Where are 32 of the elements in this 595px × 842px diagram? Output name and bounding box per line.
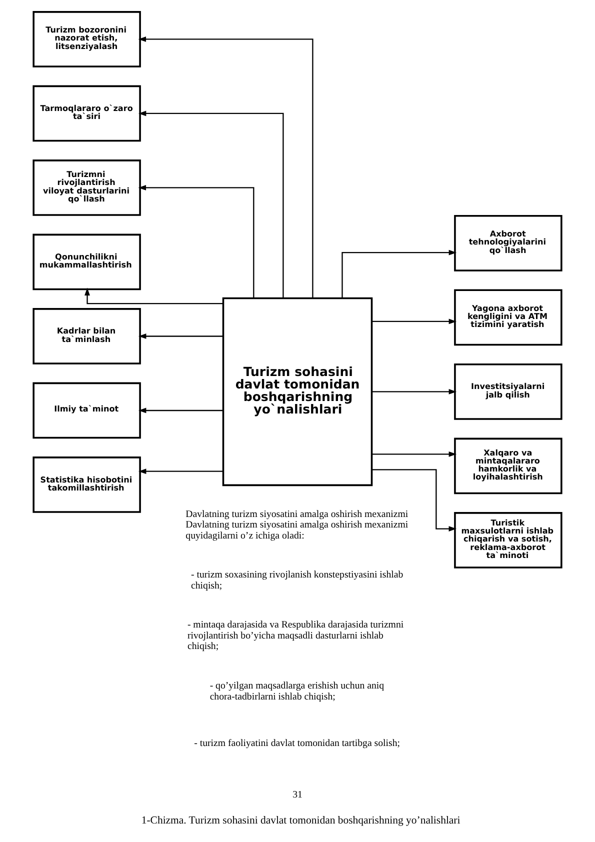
label: - mintaqa darajasida va Respublika darajasida turizmni rivojlantirish bo’yicha maqsadli dasturlarni ishlab chiqish; — [187, 620, 404, 652]
node-box: Kadrlar bilan ta`minlash — [32, 308, 141, 364]
node-box: Tarmoqlararo o`zaro ta`siri — [32, 85, 141, 142]
arrow — [138, 408, 224, 414]
node-box: Statistika hisobotini takomillashtirish — [32, 456, 141, 513]
arrow — [342, 250, 457, 298]
label: Davlatning turizm siyosatini amalga oshirish mexanizmi Davlatning turizm siyosatini amalga oshirish mexanizmi quyidagilarni o’z ichiga oladi: — [186, 508, 408, 542]
label: - turizm soxasining rivojlanish konstepstiyasini ishlab chiqish; — [191, 570, 404, 592]
node-box: Turizmni rivojlantirish viloyat dasturlarini qo`llash — [32, 160, 141, 216]
label: 31 — [292, 790, 302, 801]
node-box: Xalqaro va mintaqalararo hamkorlik va loyihalashtirish — [454, 438, 562, 494]
caption: 1-Chizma. Turizm sohasini davlat tomonidan boshqarishning yo’nalishlari — [141, 814, 460, 826]
arrow — [372, 318, 457, 324]
arrow — [138, 468, 224, 474]
arrow — [138, 36, 314, 298]
node-box: Axborot tehnologiyalarini qo`llash — [454, 215, 562, 272]
label: - qo’yilgan maqsadlarga erishish uchun aniq chora-tadbirlarni ishlab chiqish; — [210, 680, 384, 702]
node-box: Turizm bozoronini nazorat etish, litsenziyalash — [32, 11, 141, 68]
node-box: Yagona axborot kengligini va ATM tizimini yaratish — [454, 289, 562, 346]
node-box: Turizm sohasini davlat tomonidan boshqarishning yo`nalishlari — [222, 297, 373, 486]
arrow — [372, 389, 457, 394]
arrow — [372, 469, 456, 532]
arrow — [84, 288, 224, 304]
node-box: Investitsiyalarni jalb qilish — [454, 364, 562, 420]
node-box: Turistik maxsulotlarni ishlab chiqarish va sotish, reklama-axborot ta`minoti — [454, 512, 562, 568]
arrow — [138, 110, 284, 298]
node-box: Qonunchilikni mukammallashtirish — [32, 234, 141, 290]
node-box: Ilmiy ta`minot — [32, 382, 141, 439]
arrow — [138, 185, 254, 298]
label: - turizm faoliyatini davlat tomonidan tartibga solish; — [194, 738, 400, 749]
arrow — [138, 334, 224, 339]
arrow — [372, 451, 457, 457]
